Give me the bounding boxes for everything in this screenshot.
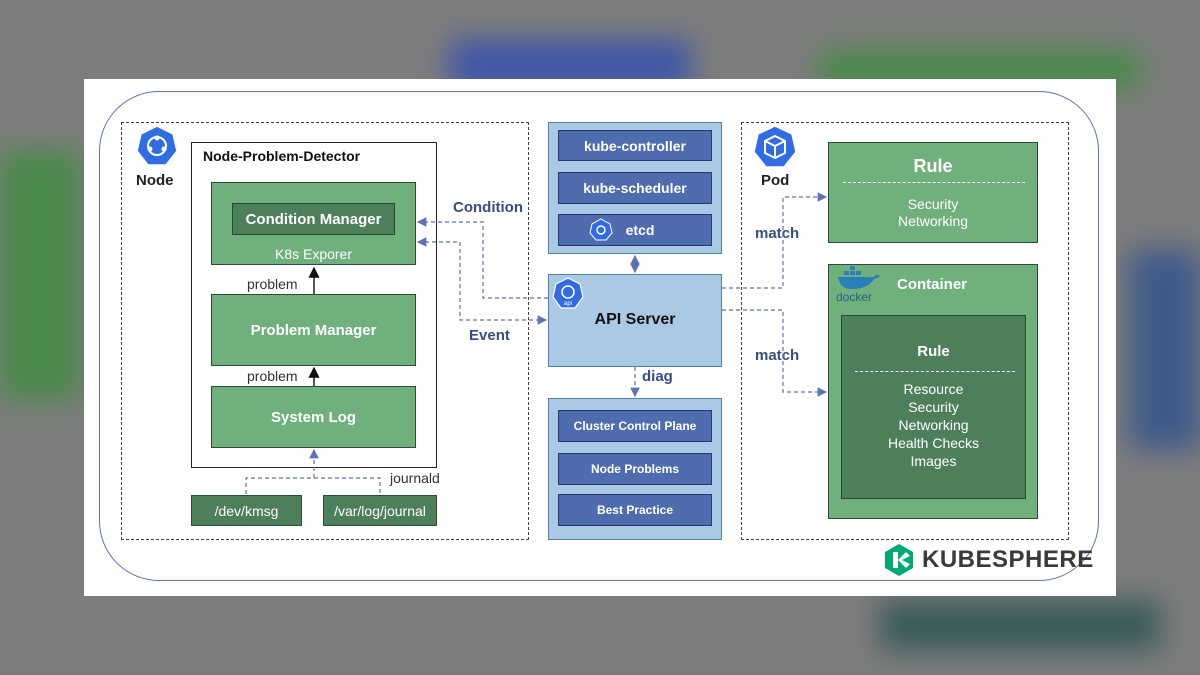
pod-rule-divider [843,182,1025,183]
pod-section [741,122,1069,540]
match-upper-connector [722,192,828,289]
background-blur-left [0,150,80,400]
pod-rule-item-security: Security [907,196,959,212]
kube-controller-box: kube-controller [558,130,712,161]
best-practice-box: Best Practice [558,494,712,526]
problem-label-upper: problem [247,276,298,292]
container-rule-box [841,315,1026,499]
kubesphere-logo-icon [885,544,913,576]
docker-text: docker [836,290,873,304]
event-edge-label: Event [469,327,510,344]
match-edge-label-upper: match [755,225,800,242]
match-lower-connector [722,309,828,397]
journald-connector [245,448,381,494]
outer-rounded-frame [99,91,1099,581]
condition-connector [416,217,548,299]
var-log-journal-box: /var/log/journal [323,495,437,526]
event-connector [416,237,548,325]
background-blur-right [1130,250,1200,450]
container-rule-title: Rule [917,343,950,360]
problem-label-lower: problem [247,368,298,384]
background-blur-bottom [880,600,1160,650]
problem-manager-box: Problem Manager [211,294,416,366]
pod-rule-title: Rule [913,156,953,176]
pod-rule-item-networking: Networking [897,213,969,229]
pod-rule-box [828,142,1038,243]
pod-label: Pod [761,172,790,189]
etcd-label: etcd [625,222,655,238]
container-rule-item-networking: Networking [898,417,969,433]
node-section [121,122,529,540]
node-problems-box: Node Problems [558,453,712,485]
etcd-box: etcd [558,214,712,246]
kubesphere-wordmark: KUBESPHERE [922,546,1094,573]
container-rule-item-resource: Resource [903,381,964,397]
diag-label: diag [642,368,673,385]
condition-manager-box: Condition Manager [232,203,395,235]
container-title: Container [897,276,968,293]
api-server-label: API Server [594,311,676,328]
container-rule-item-images: Images [910,453,957,469]
container-rule-item-health-checks: Health Checks [887,435,980,451]
cluster-control-plane-box: Cluster Control Plane [558,410,712,442]
system-log-box: System Log [211,386,416,448]
k8s-exporter-label: K8s Exporer [274,246,353,262]
kubernetes-node-icon [136,125,178,166]
match-edge-label-lower: match [755,347,800,364]
kubernetes-pod-icon [753,125,797,168]
kube-scheduler-box: kube-scheduler [558,172,712,204]
condition-edge-label: Condition [453,199,523,216]
journald-label: journald [390,470,440,486]
docker-whale-icon [838,266,880,289]
dev-kmsg-box: /dev/kmsg [191,495,302,526]
container-rule-item-security: Security [908,399,959,415]
api-icon-text: api [564,301,572,307]
kubernetes-etcd-icon [589,218,613,241]
container-rule-divider [855,371,1015,372]
npd-title: Node-Problem-Detector [203,148,361,164]
node-label: Node [136,172,174,189]
kubernetes-api-icon: api [552,277,584,309]
